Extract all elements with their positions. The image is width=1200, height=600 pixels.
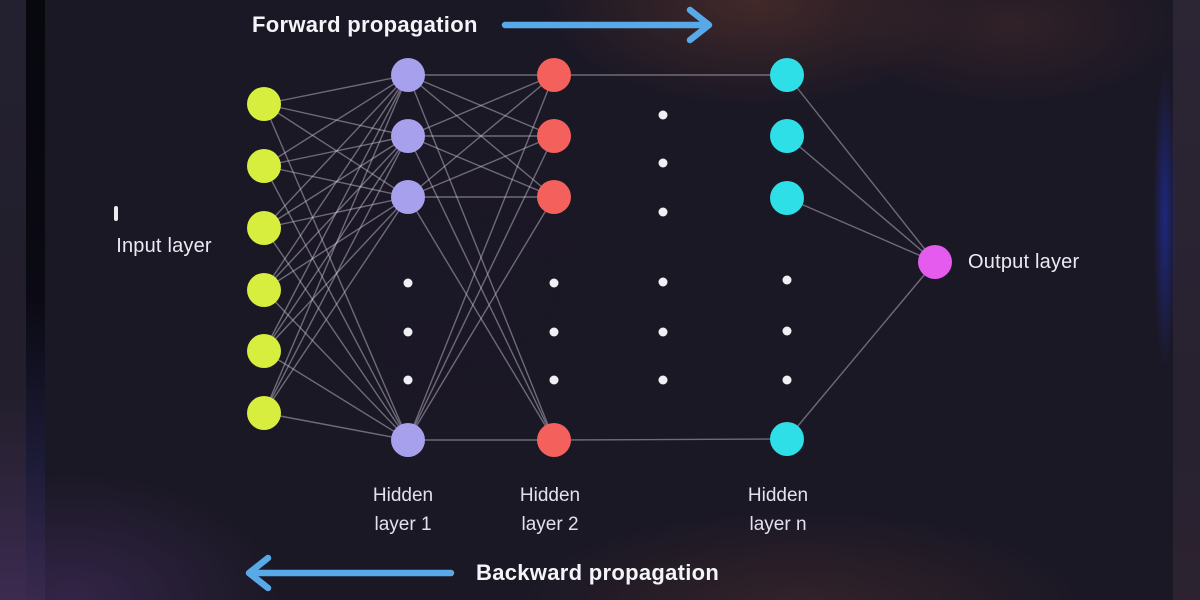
backward-arrow [245,554,455,592]
connection-line [263,135,409,352]
hiddenn-node [770,422,804,456]
connection-line [263,227,409,441]
hidden1-ellipsis-dot [403,375,413,385]
hiddenn-ellipsis-dot [782,326,792,336]
hiddenn-ellipsis-dot [782,275,792,285]
connection-line [407,135,555,198]
backward-propagation-label: Backward propagation [476,560,720,585]
input-node [247,87,281,121]
connection-line [407,74,555,137]
connection-line [263,196,409,291]
connection-line [407,135,555,441]
connection-line [263,103,409,198]
ellipsis-column-ellipsis-dot [658,110,668,120]
connection-line [263,135,409,414]
connection-line [263,74,409,105]
input-node [247,211,281,245]
connection-line [786,197,936,263]
connection-line [263,165,409,441]
hiddenn-node [770,119,804,153]
hiddenn-node [770,58,804,92]
left-edge-strip [0,0,26,600]
ellipsis-column-ellipsis-dot [658,207,668,217]
hidden-layer-1-label-line1: Hidden [372,485,434,506]
ellipsis-column-ellipsis-dot [658,327,668,337]
hidden-layer-2-label-line2: layer 2 [521,514,579,535]
hidden2-ellipsis-dot [549,327,559,337]
connection-line [263,135,409,167]
forward-arrow [501,6,713,44]
connection-line [263,196,409,352]
connection-line [786,135,936,263]
forward-propagation-label: Forward propagation [252,12,478,37]
hidden2-node [537,119,571,153]
hidden-layer-2-label-line1: Hidden [519,485,581,506]
connection-line [263,289,409,441]
connection-line [263,412,409,441]
ellipsis-column-ellipsis-dot [658,158,668,168]
output-node [918,245,952,279]
hidden2-ellipsis-dot [549,375,559,385]
hidden-layer-1-label: Hidden layer 1 [338,481,468,539]
hiddenn-ellipsis-dot [782,375,792,385]
connection-line [407,74,555,441]
letterbox-black-column [26,0,45,600]
input-layer-label: Input layer [116,235,212,257]
hidden1-node [391,423,425,457]
connection-line [263,350,409,441]
connection-line [786,74,936,263]
connection-line [553,438,788,441]
connection-line [263,103,409,441]
connection-line [407,74,555,441]
hidden-layer-1-label-line2: layer 1 [374,514,432,535]
hidden1-node [391,58,425,92]
connection-line [263,135,409,229]
connection-line [263,74,409,352]
hidden-layer-2-label: Hidden layer 2 [485,481,615,539]
connection-line [407,196,555,441]
connection-line [263,74,409,414]
blue-edge-glow [1148,20,1182,460]
connection-line [407,74,555,198]
connection-line [263,196,409,229]
input-node [247,149,281,183]
input-node [247,273,281,307]
connection-line [407,74,555,137]
ellipsis-column-ellipsis-dot [658,277,668,287]
hidden-layer-n-label-line2: layer n [749,514,807,535]
connection-line [263,135,409,291]
connection-line [407,135,555,441]
hidden1-node [391,119,425,153]
hidden2-node [537,58,571,92]
hidden-layer-n-label: Hidden layer n [713,481,843,539]
connection-line [263,74,409,291]
output-layer-label: Output layer [968,251,1080,273]
connection-lines [263,74,936,441]
hidden2-node [537,180,571,214]
input-node [247,334,281,368]
connection-line [407,135,555,198]
connection-line [263,196,409,414]
connection-line [263,103,409,137]
hidden2-ellipsis-dot [549,278,559,288]
stray-mark [114,206,118,221]
connection-line [263,165,409,198]
connection-line [786,261,936,440]
connection-line [263,74,409,167]
connection-line [407,196,555,441]
hiddenn-node [770,181,804,215]
hidden-layer-n-label-line1: Hidden [747,485,809,506]
hidden2-node [537,423,571,457]
hidden1-ellipsis-dot [403,278,413,288]
hidden1-ellipsis-dot [403,327,413,337]
hidden1-node [391,180,425,214]
ellipsis-column-ellipsis-dot [658,375,668,385]
connection-line [263,74,409,229]
input-node [247,396,281,430]
connection-line [407,74,555,198]
